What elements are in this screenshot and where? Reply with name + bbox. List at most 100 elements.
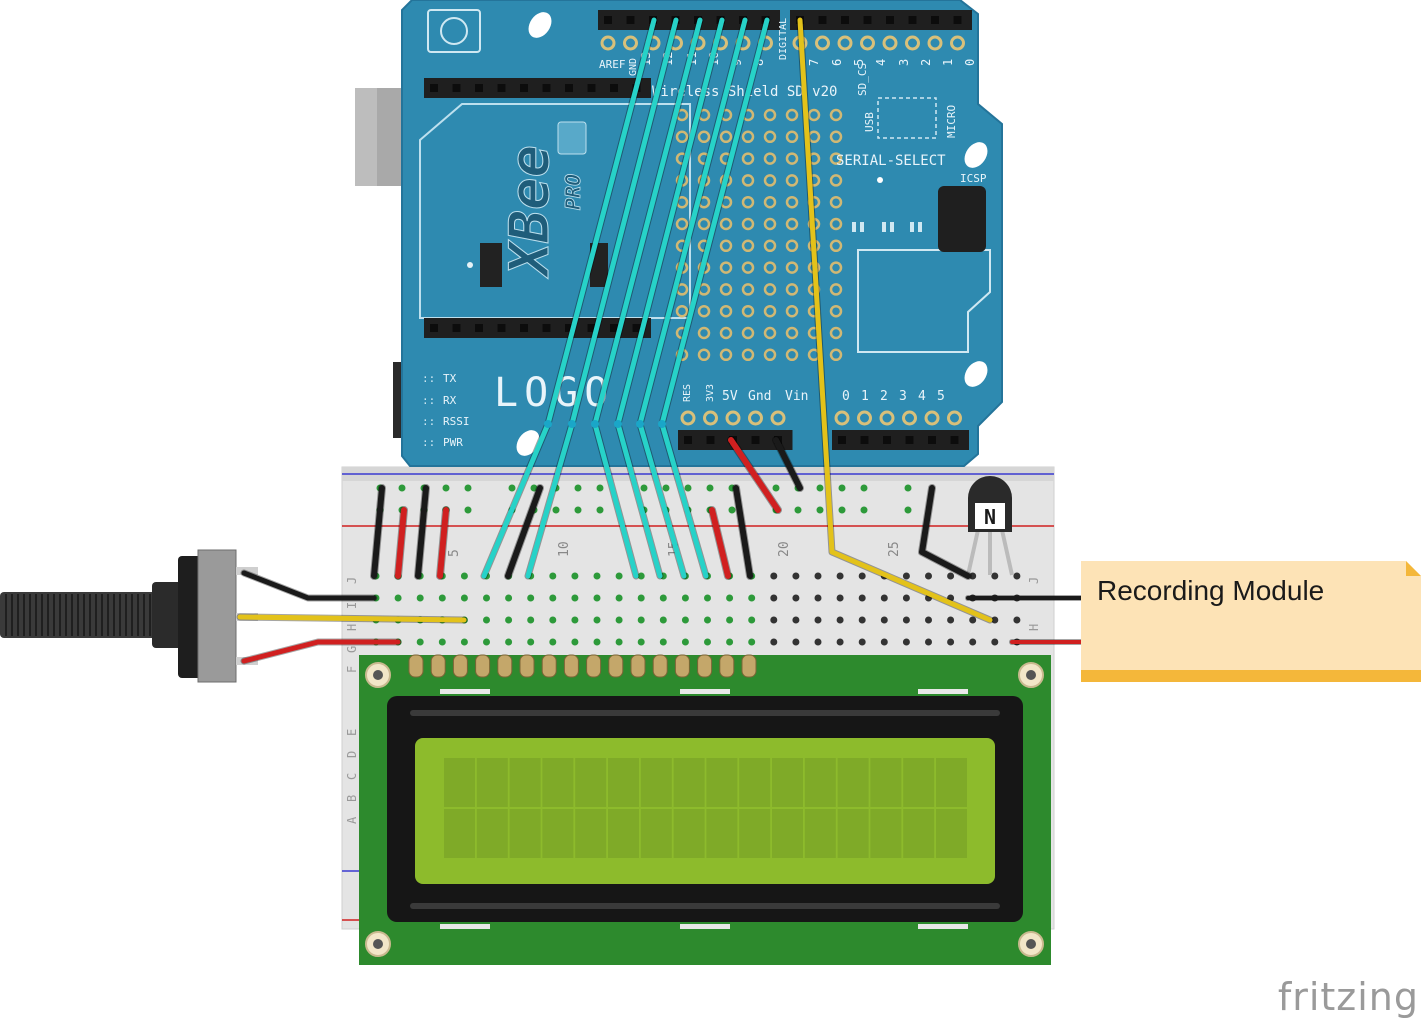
analog-pin-label: 3 [899,389,907,404]
bb-hole [814,616,822,624]
lcd-pin [563,654,579,678]
header-pin [860,436,869,444]
bb-hole [726,616,734,624]
header-pin [886,16,894,24]
proto-hole [785,261,799,274]
bb-hole [902,572,910,580]
proto-hole [829,152,843,165]
rail-hole [816,506,824,514]
icsp-header [938,186,986,252]
rail-hole [530,484,538,492]
bb-hole [416,594,424,602]
rail-hole [442,484,450,492]
lcd-char-cell [739,809,771,858]
aref-label: AREF [599,58,626,71]
row-letter: E [345,729,359,736]
proto-hole [741,130,755,144]
rail-hole [772,484,780,492]
lcd-char-cell [608,758,639,807]
proto-hole [719,304,733,318]
bb-hole [792,594,800,602]
bb-hole [549,594,557,602]
bb-hole [969,638,977,646]
bb-hole [836,616,844,624]
proto-hole [741,239,755,253]
bb-hole [483,616,490,624]
bb-hole [416,638,424,646]
proto-hole [829,195,843,209]
header-pin [950,436,959,444]
bb-hole [615,638,623,646]
bb-hole [571,572,579,580]
row-letter: J [345,577,359,584]
proto-hole [741,261,755,274]
digital-pin-label: 2 [919,59,933,66]
lcd-char-cell [837,758,869,807]
bb-hole [748,594,756,602]
serial-select-switch [877,97,937,139]
rail-hole [860,506,868,514]
header-pin [818,16,827,24]
lcd-char-cell [640,758,672,807]
proto-hole [719,130,733,144]
lcd-pin [475,654,491,678]
bb-hole [615,616,623,624]
shield-pcb [401,0,1003,467]
header-pin [684,436,692,444]
header-pin [542,84,551,92]
shield-name-label: Wireless Shield SD v20 [652,84,837,100]
header-pin [565,84,573,92]
lcd-pin [630,654,646,678]
bb-hole [659,616,667,624]
lcd-char-cell [804,758,836,807]
lcd-char-cell [804,809,836,858]
column-number: 20 [777,541,792,557]
header-pin [475,324,483,332]
lcd-pin [497,654,513,678]
bb-hole [858,594,866,602]
bb-hole [704,594,711,602]
lcd-pin [452,654,468,678]
bb-hole [593,572,601,580]
rail-hole [838,484,846,492]
header-pin [520,324,528,332]
wire-bend [544,420,552,428]
bb-hole [814,638,822,646]
bb-hole [505,594,513,602]
svg-text:::: :: [422,415,435,428]
power-label: RES [682,384,693,402]
digital-pin-label: 5 [852,59,866,66]
bb-hole [460,638,468,646]
svg-text:::: :: [422,394,435,407]
lcd-char-cell [542,758,574,807]
rail-hole [574,484,582,492]
lcd-pin [674,654,690,678]
bb-hole [438,638,446,646]
bb-hole [483,594,490,602]
bb-hole [571,616,579,624]
rail-hole [728,506,736,514]
rail-hole [596,484,604,492]
bb-hole [704,616,711,624]
wire-yellow-pot [237,614,467,623]
potentiometer [0,549,258,683]
proto-hole [741,152,755,165]
lcd-char-cell [739,758,771,807]
rail-hole [706,484,714,492]
bb-hole [925,572,932,580]
xbee-pro-text: PRO [561,174,585,210]
wire-bend [591,420,599,428]
bb-hole [880,594,888,602]
svg-text:::: :: [422,372,435,385]
bb-hole [748,616,756,624]
lcd-char-cell [542,809,574,858]
row-letter: I [345,602,359,609]
icsp-label: ICSP [960,172,987,185]
proto-hole [807,108,821,122]
lcd-char-cell [509,809,541,858]
bb-hole [770,594,778,602]
proto-hole [785,348,799,362]
header-pin [587,84,596,92]
bb-hole [505,638,513,646]
